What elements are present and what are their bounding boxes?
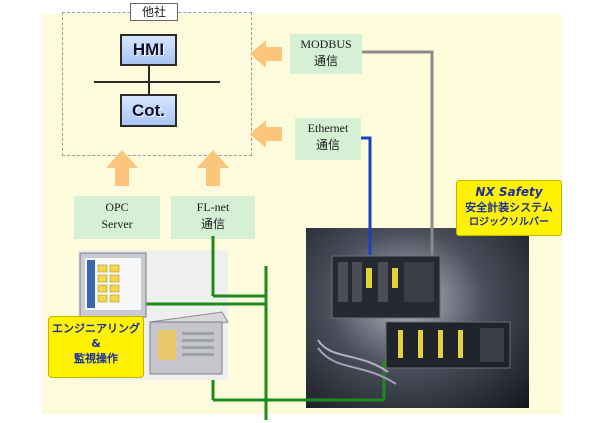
hmi-block: HMI	[120, 34, 177, 66]
opc-label: OPC	[105, 200, 129, 214]
arrow-up-icon	[106, 150, 138, 186]
opc-server-box: OPC Server	[74, 196, 160, 239]
engineering-line: エンジニアリング	[52, 322, 140, 335]
monitor-icon	[79, 252, 147, 318]
arrow-left-icon	[250, 120, 282, 148]
arrow-up-icon	[197, 150, 229, 186]
ethernet-comm-box: Ethernet 通信	[295, 118, 361, 160]
nx-safety-subtitle: 安全計装システム	[465, 201, 553, 214]
modbus-cable	[362, 50, 434, 315]
hmi-link-line	[148, 66, 150, 81]
modbus-label: MODBUS	[300, 37, 352, 51]
flnet-bus	[139, 236, 386, 420]
arrow-left-icon	[250, 40, 282, 68]
flnet-label: FL-net	[196, 200, 230, 214]
opc-server-label: Server	[101, 217, 133, 231]
controller-link-line	[148, 83, 150, 94]
ethernet-label: Ethernet	[307, 121, 349, 135]
modbus-comm-box: MODBUS 通信	[290, 34, 362, 74]
nx-safety-logic-solver: ロジックソルバー	[469, 217, 549, 228]
modbus-comm-label: 通信	[313, 54, 338, 68]
flnet-comm-label: 通信	[200, 217, 225, 231]
ampersand-line: &	[91, 337, 101, 350]
flnet-comm-box: FL-net 通信	[171, 196, 255, 239]
safety-controller-icon	[317, 255, 511, 385]
ethernet-cable	[361, 136, 372, 255]
controller-block: Cot.	[120, 94, 177, 127]
industrial-pc-icon	[149, 311, 229, 375]
nx-safety-title: NX Safety	[475, 185, 543, 199]
nx-safety-label: NX Safety 安全計装システム ロジックソルバー	[456, 180, 562, 236]
third-party-label: 他社	[130, 3, 178, 21]
monitoring-operation-line: 監視操作	[74, 352, 118, 365]
hmi-controller-bus	[94, 81, 220, 83]
engineering-label: エンジニアリング & 監視操作	[48, 316, 144, 378]
ethernet-comm-label: 通信	[315, 138, 340, 152]
